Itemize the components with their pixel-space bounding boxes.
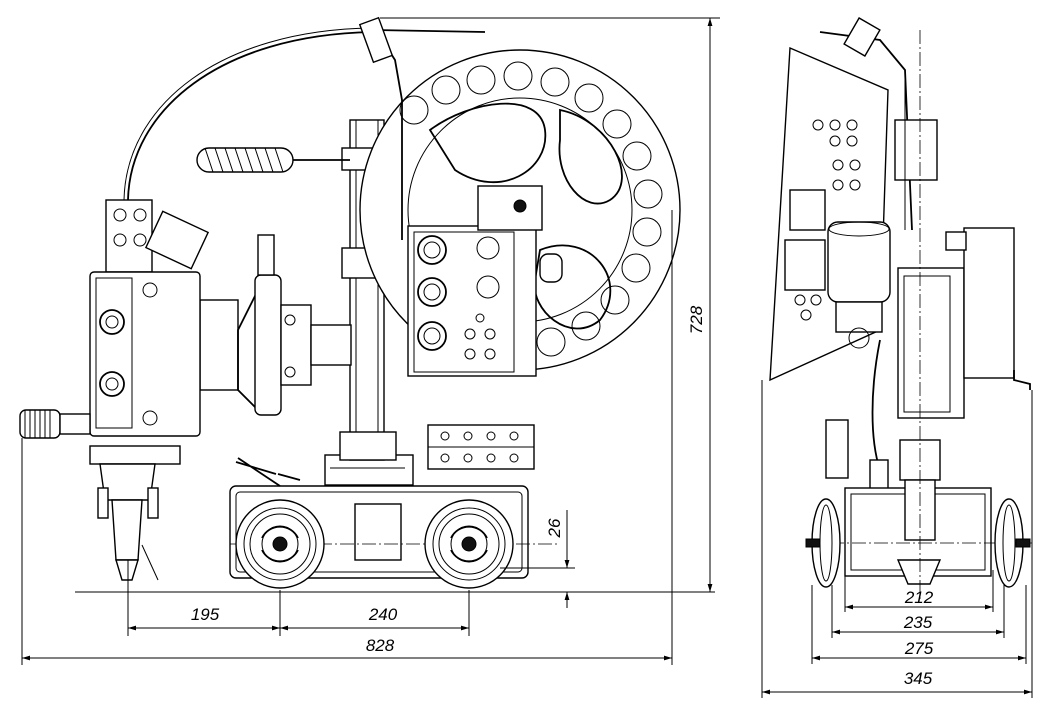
front-wheel <box>235 499 325 589</box>
dim-235-label: 235 <box>903 613 933 632</box>
front-view: 212 235 275 345 <box>761 17 1033 698</box>
dim-195-label: 195 <box>191 605 220 624</box>
dim-345-label: 345 <box>904 669 933 688</box>
side-view: 728 26 195 240 828 <box>19 16 720 665</box>
dim-240-label: 240 <box>368 605 398 624</box>
connector-block <box>427 424 535 470</box>
dim-275-label: 275 <box>904 639 934 658</box>
welding-head <box>19 199 210 581</box>
dim-212-label: 212 <box>904 588 934 607</box>
rear-wheel <box>424 499 514 589</box>
bracket-arm <box>199 234 352 416</box>
control-box <box>407 185 563 377</box>
dim-wheel-label: 26 <box>545 518 564 538</box>
dim-height-label: 728 <box>687 305 706 334</box>
handle <box>196 147 350 173</box>
dim-828-label: 828 <box>366 636 395 655</box>
wire-hose <box>127 31 373 201</box>
